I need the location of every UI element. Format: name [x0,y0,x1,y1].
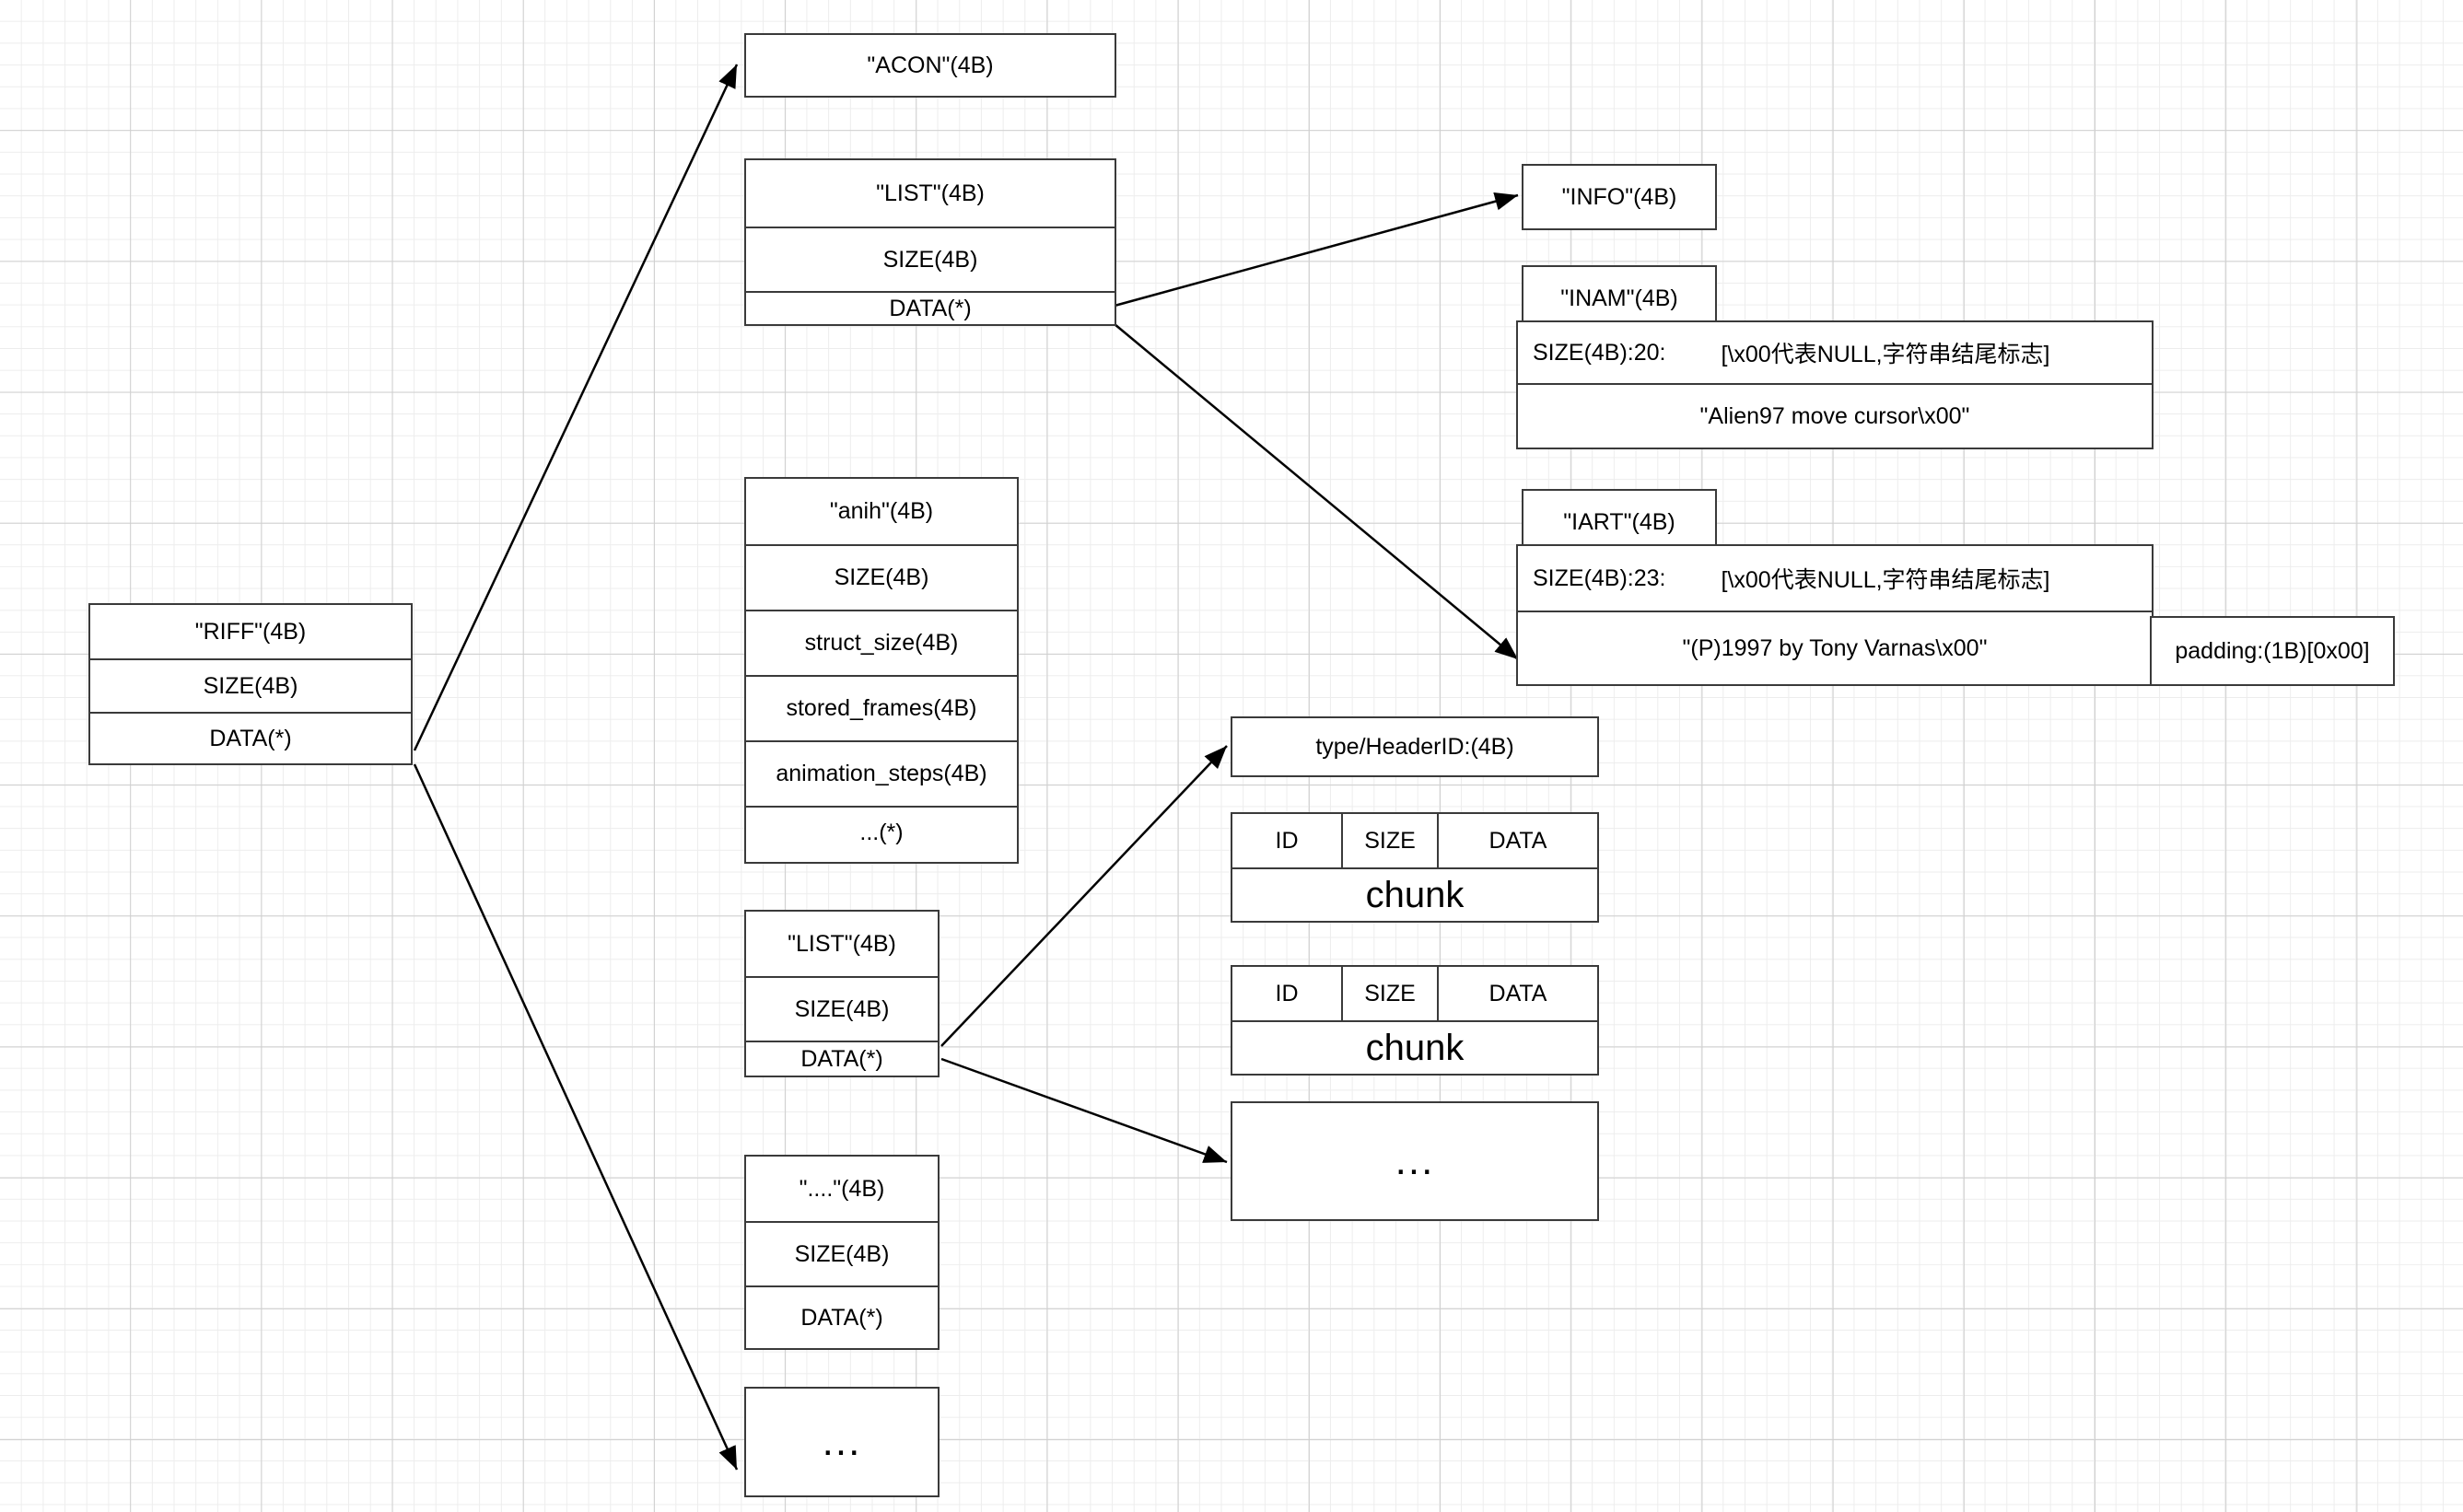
generic-chunk-data: DATA(*) [746,1285,938,1348]
generic-chunk-node[interactable]: "...."(4B) SIZE(4B) DATA(*) [744,1155,940,1350]
list-info-data: DATA(*) [746,291,1115,324]
chunk-b-col-size: SIZE [1341,967,1437,1020]
edge-listfram-to-ellipsis-right [940,1057,1228,1164]
header-id-node[interactable]: type/HeaderID:(4B) [1231,716,1599,777]
iart-padding: padding:(1B)[0x00] [2152,618,2393,684]
list-info-size: SIZE(4B) [746,227,1115,291]
inam-body-node[interactable]: SIZE(4B):20: [\x00代表NULL,字符串结尾标志] "Alien… [1516,320,2154,449]
iart-padding-node[interactable]: padding:(1B)[0x00] [2150,616,2395,686]
list-fram-id: "LIST"(4B) [746,912,938,976]
header-id-label: type/HeaderID:(4B) [1232,718,1597,775]
chunk-b-col-id: ID [1275,980,1299,1006]
edge-listinfo-to-info [1114,192,1519,308]
ellipsis-left-node[interactable]: ... [744,1387,940,1497]
chunk-a-node[interactable]: ID SIZE DATA chunk [1231,812,1599,923]
acon-node[interactable]: "ACON"(4B) [744,33,1116,98]
chunk-a-header: ID SIZE DATA [1232,814,1597,867]
iart-size-note: [\x00代表NULL,字符串结尾标志] [1721,567,2050,593]
riff-data: DATA(*) [90,712,411,763]
ellipsis-right-node[interactable]: ... [1231,1101,1599,1221]
chunk-b-header: ID SIZE DATA [1232,967,1597,1020]
iart-value: "(P)1997 by Tony Varnas\x00" [1518,611,2152,684]
inam-id: "INAM"(4B) [1523,267,1715,330]
info-id: "INFO"(4B) [1523,166,1715,228]
riff-size: SIZE(4B) [90,658,411,712]
riff-node[interactable]: "RIFF"(4B) SIZE(4B) DATA(*) [88,603,413,765]
chunk-a-col-id: ID [1275,827,1299,854]
edge-listinfo-to-iart-value [1114,323,1519,660]
list-info-id: "LIST"(4B) [746,160,1115,227]
inam-size-row: SIZE(4B):20: [\x00代表NULL,字符串结尾标志] [1518,322,2152,383]
chunk-b-col-data: DATA [1437,967,1597,1020]
list-fram-node[interactable]: "LIST"(4B) SIZE(4B) DATA(*) [744,910,940,1077]
info-node[interactable]: "INFO"(4B) [1522,164,1717,230]
chunk-a-label: chunk [1232,867,1597,921]
edge-riff-to-acon [413,64,739,751]
edge-riff-to-ellipsis [413,763,739,1471]
chunk-b-node[interactable]: ID SIZE DATA chunk [1231,965,1599,1076]
iart-size-row: SIZE(4B):23: [\x00代表NULL,字符串结尾标志] [1518,546,2152,611]
anih-node[interactable]: "anih"(4B) SIZE(4B) struct_size(4B) stor… [744,477,1019,864]
ellipsis-left-label: ... [746,1389,938,1495]
inam-size-key: SIZE(4B):20: [1533,339,1666,366]
acon-id: "ACON"(4B) [746,35,1115,96]
anih-id: "anih"(4B) [746,479,1017,544]
iart-body-node[interactable]: SIZE(4B):23: [\x00代表NULL,字符串结尾标志] "(P)19… [1516,544,2154,686]
chunk-a-col-data: DATA [1437,814,1597,867]
iart-id: "IART"(4B) [1523,491,1715,553]
anih-size: SIZE(4B) [746,544,1017,610]
generic-chunk-size: SIZE(4B) [746,1221,938,1285]
chunk-a-col-size: SIZE [1341,814,1437,867]
anih-more: ...(*) [746,806,1017,858]
anih-struct-size: struct_size(4B) [746,610,1017,675]
generic-chunk-id: "...."(4B) [746,1157,938,1221]
inam-value: "Alien97 move cursor\x00" [1518,383,2152,448]
list-fram-data: DATA(*) [746,1041,938,1076]
anih-stored-frames: stored_frames(4B) [746,675,1017,740]
anih-animation-steps: animation_steps(4B) [746,740,1017,806]
ellipsis-right-label: ... [1232,1103,1597,1219]
list-fram-size: SIZE(4B) [746,976,938,1041]
riff-id: "RIFF"(4B) [90,605,411,658]
chunk-b-label: chunk [1232,1020,1597,1074]
inam-size-note: [\x00代表NULL,字符串结尾标志] [1721,342,2050,367]
iart-size-key: SIZE(4B):23: [1533,564,1666,591]
list-info-node[interactable]: "LIST"(4B) SIZE(4B) DATA(*) [744,158,1116,326]
